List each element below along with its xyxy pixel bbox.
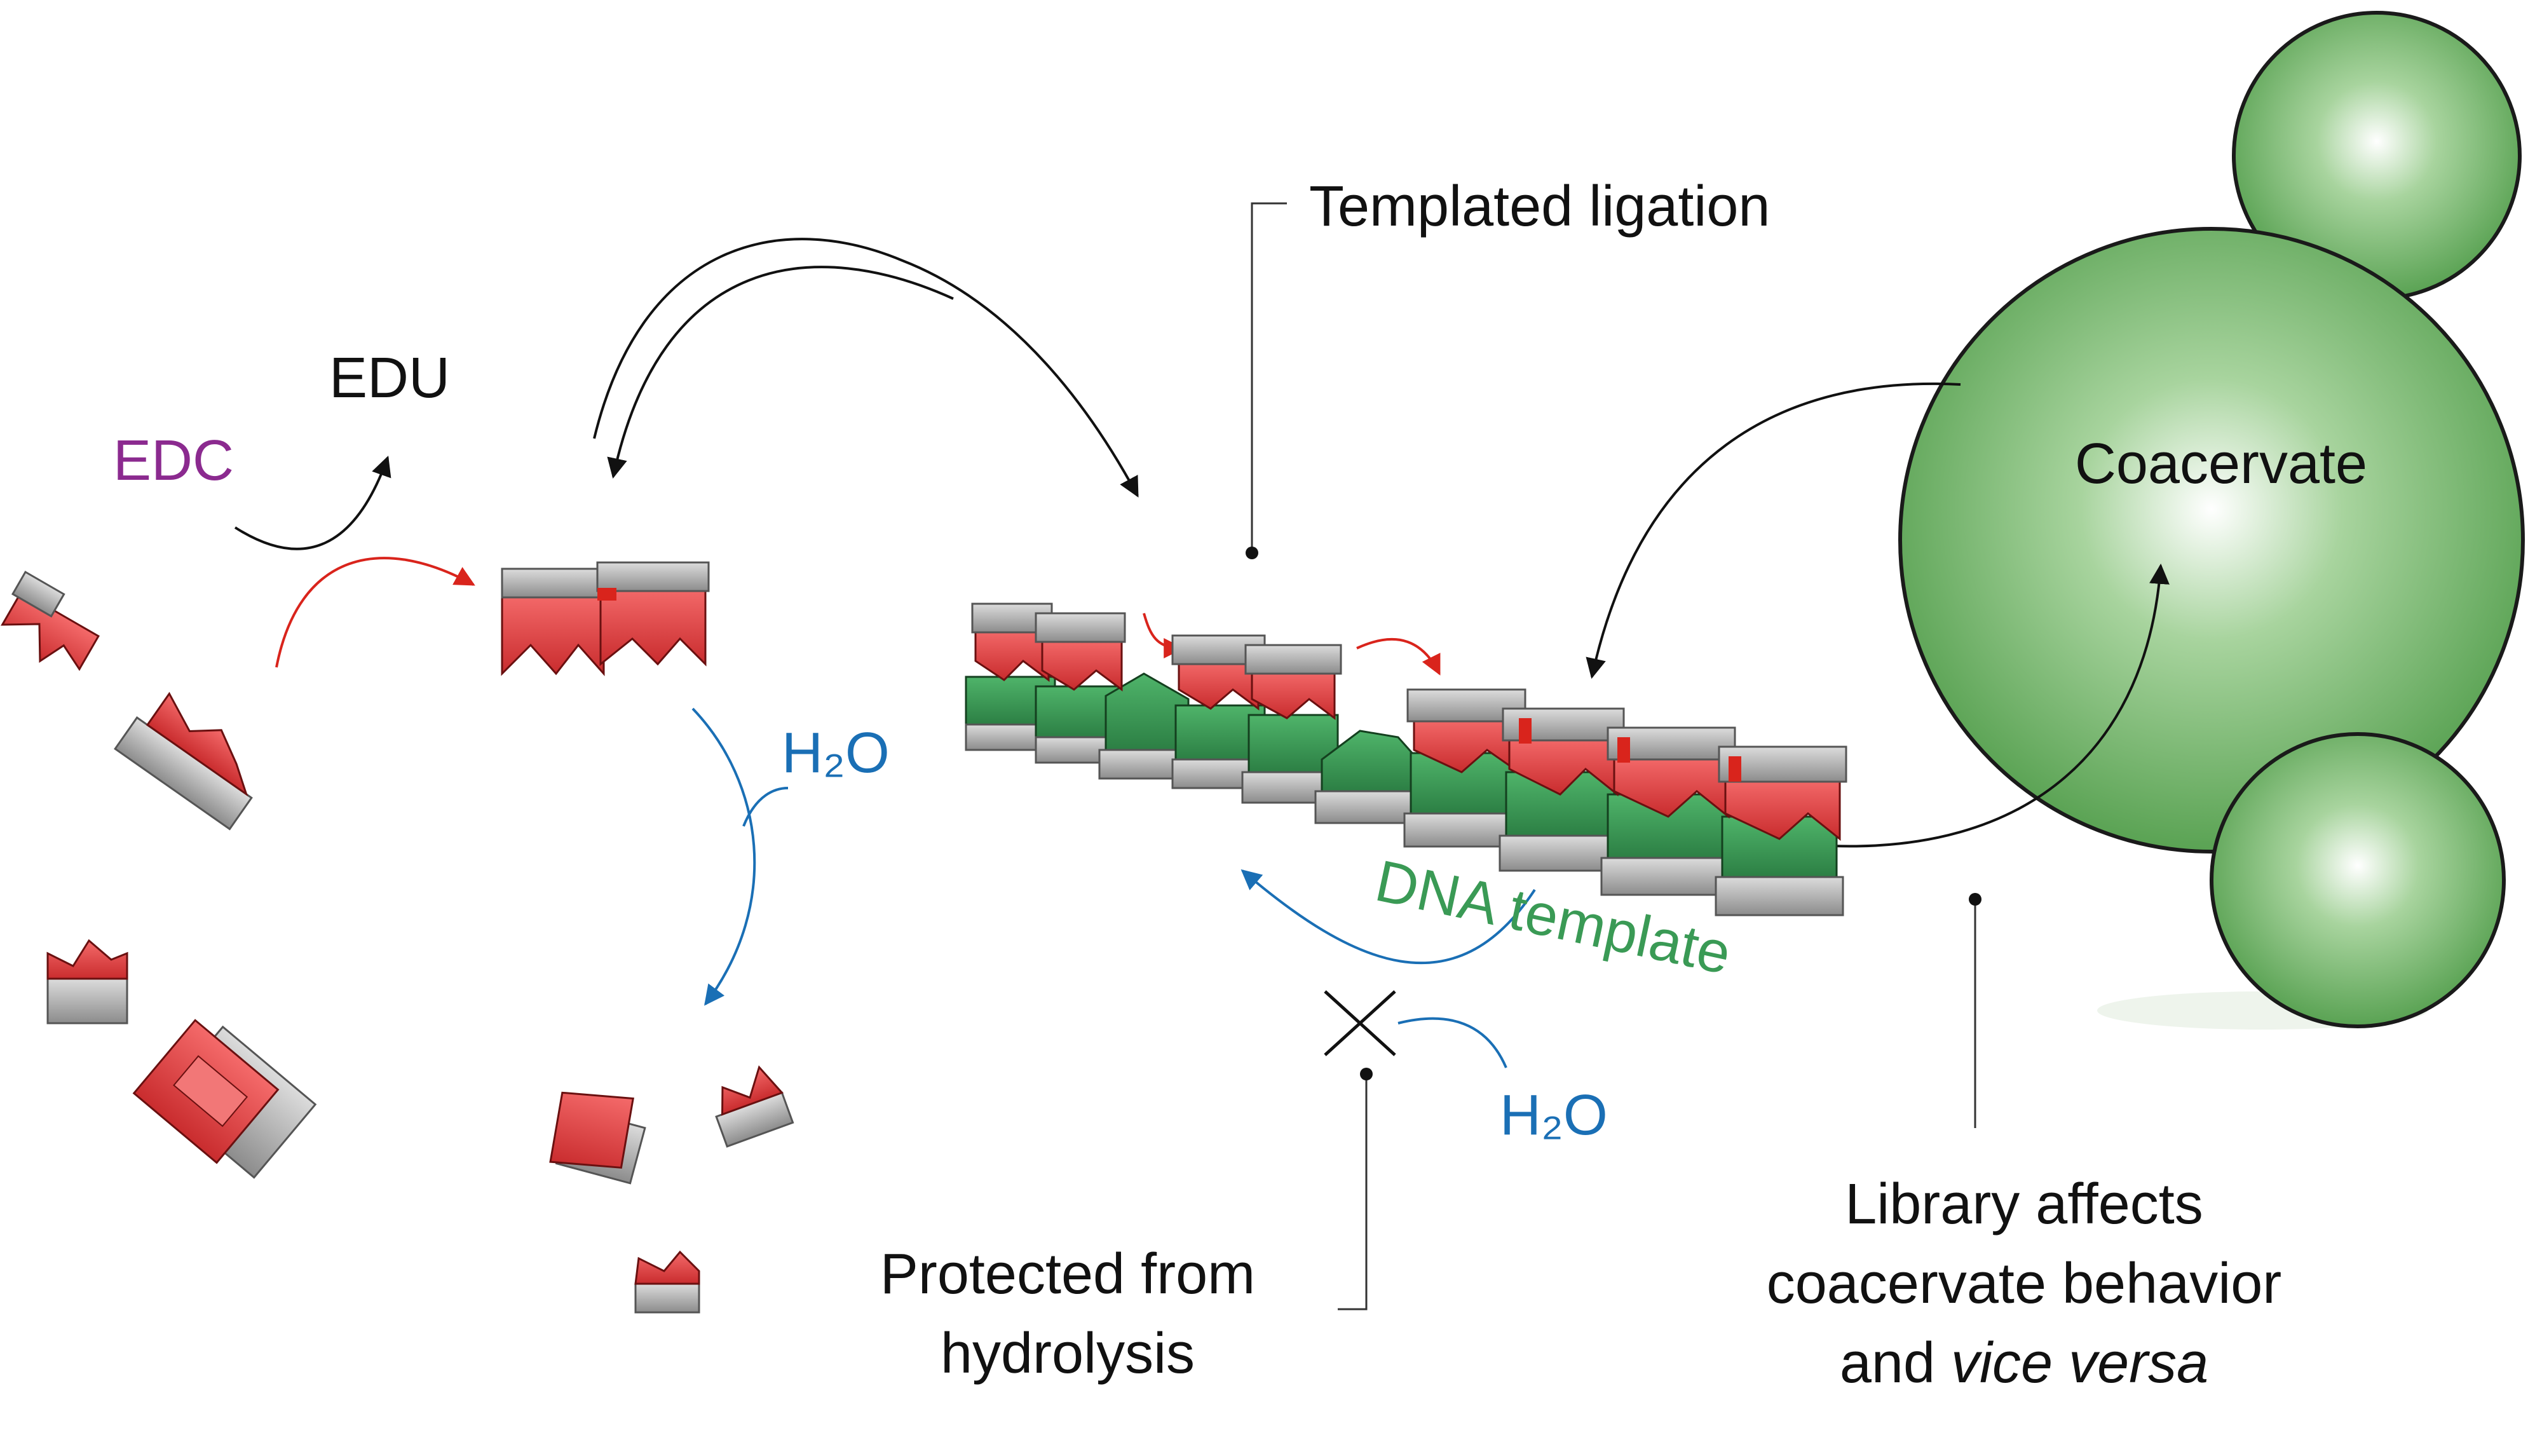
ligation-arrow-2 [1356,638,1441,676]
free-monomers [1,561,794,1314]
ligation-leader [1251,202,1287,553]
library-label-line3-prefix: and [1840,1331,1951,1395]
arrows [234,238,2170,1068]
leader-lines [1246,202,1981,1310]
library-to-coacervate-arrow [1817,563,2170,848]
activation-arrow [275,557,475,668]
left-water-tick [742,787,789,827]
paired-monomers [971,602,1847,841]
blocked-hydrolysis-arrow [1240,869,1536,965]
protected-leader [1338,1074,1368,1310]
hydrolyzed-2 [715,1065,794,1148]
coacervate-label: Coacervate [2075,432,2367,496]
monomer-1 [1,570,100,671]
protected-label-line2: hydrolysis [941,1322,1195,1385]
activated-dimer [501,561,710,676]
h2o-right-label: H₂O [1500,1084,1608,1147]
small-droplet-bottom [2210,732,2506,1028]
library-label-line3: and vice versa [1840,1331,2208,1395]
block-cross-b [1324,990,1396,1056]
monomer-3 [46,939,128,1024]
left-hydrolysis-arrow [691,707,756,1006]
monomer-4 [132,1019,317,1179]
template-units [965,672,1844,916]
dna-template-chain [965,602,1847,916]
edc-to-edu-arrow [234,455,391,550]
recycle-arc-outer [593,238,1139,498]
monomer-2 [114,691,253,831]
coacervate-group [1898,11,2525,1030]
coacervate-droplet [1898,227,2525,854]
h2o-left-label: H₂O [782,721,890,785]
edc-label: EDC [113,429,234,493]
coacervate-to-library-arrow [1586,382,1961,679]
edu-label: EDU [329,346,450,410]
right-water-tick [1397,1017,1507,1068]
recycle-arc-inner [607,266,954,479]
protected-label-line1: Protected from [880,1242,1255,1306]
library-label-line3-italic: vice versa [1951,1331,2208,1395]
library-label-line1: Library affects [1845,1173,2203,1236]
library-label-line2: coacervate behavior [1767,1252,2281,1316]
templated-ligation-label: Templated ligation [1309,175,1770,238]
hydrolyzed-3 [634,1250,700,1314]
hydrolyzed-1 [549,1091,646,1185]
